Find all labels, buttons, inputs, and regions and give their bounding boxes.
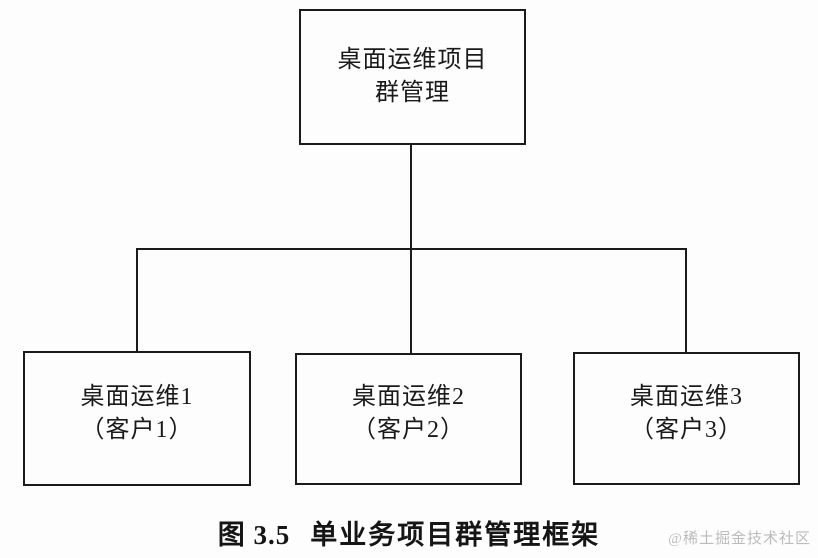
connector-horizontal-bar [136, 248, 687, 250]
node-desktop-ops-3: 桌面运维3 （客户3） [573, 352, 800, 485]
node-label-line1: 桌面运维项目 [337, 47, 488, 73]
figure-caption: 图 3.5 单业务项目群管理框架 [0, 513, 818, 552]
node-root-desktop-ops-program: 桌面运维项目 群管理 [299, 9, 526, 145]
node-desktop-ops-2: 桌面运维2 （客户2） [295, 353, 522, 485]
figure-number: 图 3.5 [217, 520, 291, 550]
node-label-line2: 群管理 [375, 80, 450, 106]
connector-drop-left [136, 248, 138, 352]
watermark: @稀土掘金技术社区 [668, 531, 811, 547]
node-label-line2: （客户1） [80, 416, 194, 443]
figure-title: 单业务项目群管理框架 [310, 520, 601, 550]
connector-drop-right [685, 248, 687, 353]
node-label-line1: 桌面运维3 [630, 383, 743, 410]
node-label-line1: 桌面运维1 [80, 383, 194, 410]
node-label-line2: （客户2） [352, 417, 465, 443]
node-label-line1: 桌面运维2 [352, 384, 465, 410]
node-label-line2: （客户3） [630, 416, 743, 443]
node-desktop-ops-1: 桌面运维1 （客户1） [23, 351, 251, 486]
